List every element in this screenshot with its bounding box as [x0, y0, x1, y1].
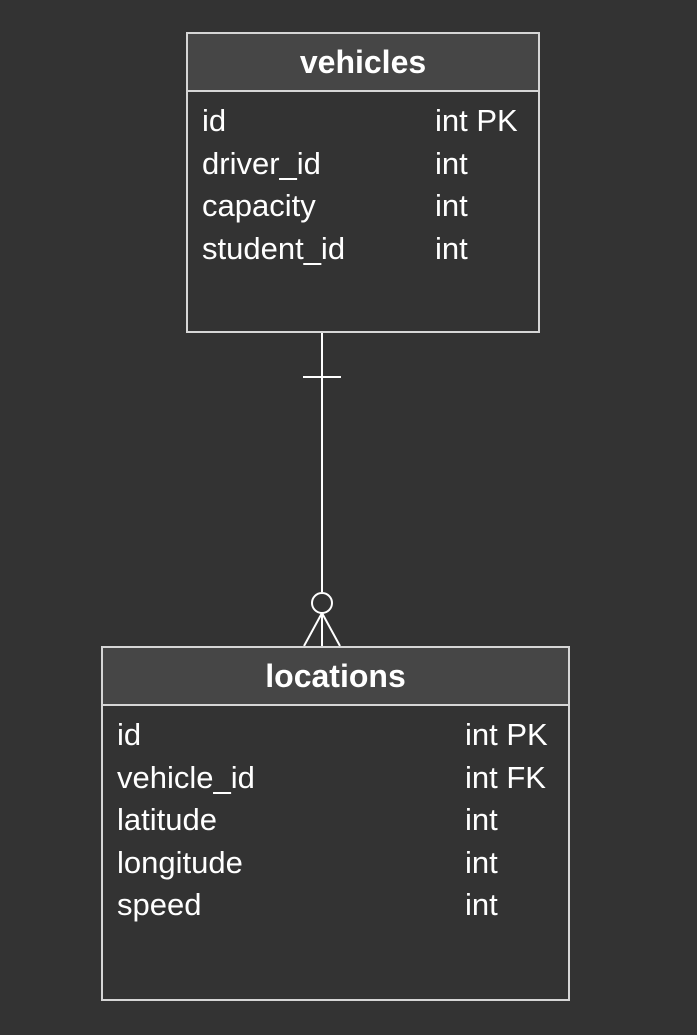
attribute-name: driver_id	[202, 145, 321, 181]
crow-foot-left	[303, 612, 323, 647]
attribute-row: vehicle_id int FK	[103, 757, 568, 800]
attribute-row: id int PK	[188, 100, 538, 143]
attribute-name: vehicle_id	[117, 759, 255, 795]
attribute-type: int FK	[465, 759, 546, 795]
attribute-name: speed	[117, 887, 202, 922]
attribute-type: int PK	[465, 717, 548, 752]
attribute-name: id	[117, 717, 142, 752]
attribute-type: int	[435, 188, 468, 223]
attribute-type: int	[435, 230, 468, 266]
entity-locations[interactable]: locations id int PK vehicle_id int FK la…	[101, 646, 570, 1001]
attribute-row: student_id int	[188, 228, 538, 271]
attribute-type: int	[465, 844, 498, 880]
attribute-row: latitude int	[103, 799, 568, 842]
attribute-type: int	[465, 887, 498, 922]
attribute-row: driver_id int	[188, 143, 538, 186]
attribute-type: int PK	[435, 103, 518, 138]
entity-locations-title: locations	[103, 648, 568, 706]
attribute-name: id	[202, 103, 227, 138]
zero-cardinality-circle	[311, 592, 333, 614]
attribute-type: int	[435, 145, 468, 181]
entity-vehicles-attributes: id int PK driver_id int capacity int stu…	[188, 92, 538, 270]
entity-locations-attributes: id int PK vehicle_id int FK latitude int…	[103, 706, 568, 927]
attribute-name: latitude	[117, 802, 217, 837]
attribute-type: int	[465, 802, 498, 837]
attribute-row: capacity int	[188, 185, 538, 228]
attribute-name: student_id	[202, 230, 346, 266]
attribute-name: longitude	[117, 844, 243, 880]
crow-foot-right	[321, 612, 341, 647]
entity-vehicles[interactable]: vehicles id int PK driver_id int capacit…	[186, 32, 540, 333]
attribute-row: speed int	[103, 884, 568, 927]
attribute-row: longitude int	[103, 842, 568, 885]
attribute-name: capacity	[202, 188, 316, 223]
attribute-row: id int PK	[103, 714, 568, 757]
entity-vehicles-title: vehicles	[188, 34, 538, 92]
